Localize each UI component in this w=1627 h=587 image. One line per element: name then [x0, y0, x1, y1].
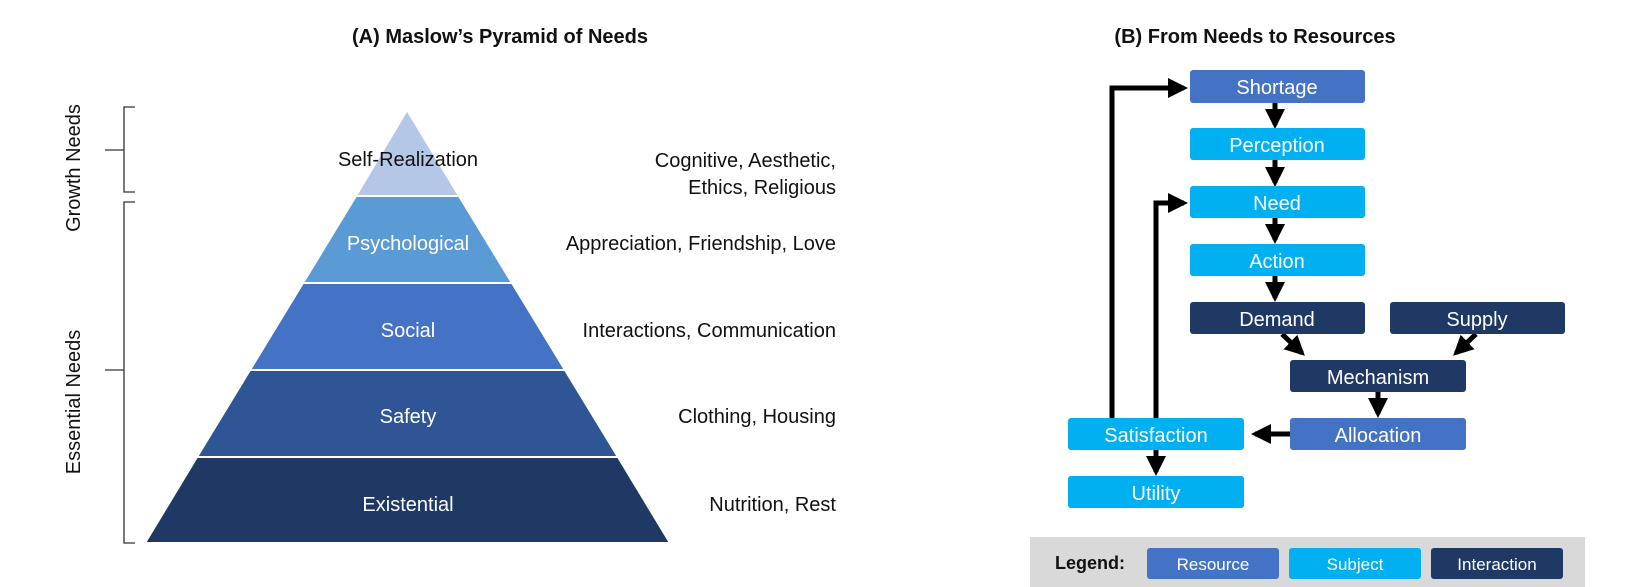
node-label: Demand	[1239, 309, 1315, 331]
flow-arrows	[1109, 78, 1478, 476]
node-supply: Supply	[1390, 302, 1565, 334]
node-need: Need	[1190, 186, 1365, 218]
arrow-demand-mechanism	[1280, 332, 1305, 356]
node-label: Need	[1253, 193, 1301, 215]
legend-item-label: Subject	[1327, 555, 1384, 574]
growth-needs-label: Growth Needs	[63, 104, 85, 232]
node-box	[1190, 244, 1365, 276]
arrow-satisfaction-need	[1153, 193, 1188, 418]
node-label: Action	[1249, 251, 1305, 273]
level-label-self-realization: Self-Realization	[338, 149, 478, 171]
legend-title: Legend:	[1055, 553, 1125, 573]
node-box	[1190, 70, 1365, 103]
node-box	[1190, 128, 1365, 160]
node-box	[1068, 476, 1244, 508]
node-utility: Utility	[1068, 476, 1244, 508]
level-examples: Clothing, Housing	[678, 406, 836, 428]
pyramid	[143, 108, 672, 544]
level-label-existential: Existential	[362, 494, 453, 516]
node-satisfaction: Satisfaction	[1068, 418, 1244, 450]
node-box	[1068, 418, 1244, 450]
node-box	[1390, 302, 1565, 334]
essential-needs-label: Essential Needs	[63, 330, 85, 475]
flow-nodes: Shortage Perception Need Action Demand S…	[1068, 70, 1565, 508]
node-shortage: Shortage	[1190, 70, 1365, 103]
node-perception: Perception	[1190, 128, 1365, 160]
node-label: Shortage	[1236, 77, 1317, 99]
node-label: Allocation	[1335, 425, 1422, 447]
arrow-satisfaction-shortage	[1109, 78, 1188, 418]
legend-swatch	[1431, 548, 1563, 579]
legend: Legend: Resource Subject Interaction	[1030, 537, 1585, 587]
legend-item-label: Resource	[1177, 555, 1250, 574]
legend-item-subject: Subject	[1289, 548, 1421, 579]
growth-needs-bracket	[105, 106, 135, 193]
level-examples: Nutrition, Rest	[709, 494, 836, 516]
node-label: Supply	[1446, 309, 1507, 331]
level-examples: Appreciation, Friendship, Love	[566, 233, 836, 255]
level-label-safety: Safety	[380, 406, 437, 428]
node-box	[1190, 302, 1365, 334]
panel-a-title: (A) Maslow’s Pyramid of Needs	[352, 26, 648, 48]
pyramid-level-existential	[143, 456, 672, 544]
level-examples: Interactions, Communication	[583, 320, 836, 342]
node-box	[1290, 418, 1466, 450]
legend-item-resource: Resource	[1147, 548, 1279, 579]
panel-b-title: (B) From Needs to Resources	[1114, 26, 1396, 48]
node-label: Utility	[1132, 483, 1181, 505]
node-box	[1190, 186, 1365, 218]
node-mechanism: Mechanism	[1290, 360, 1466, 392]
legend-swatch	[1289, 548, 1421, 579]
essential-needs-bracket	[105, 201, 135, 544]
node-allocation: Allocation	[1290, 418, 1466, 450]
level-examples: Cognitive, Aesthetic,	[655, 150, 836, 172]
node-box	[1290, 360, 1466, 392]
node-label: Perception	[1229, 135, 1325, 157]
level-label-psychological: Psychological	[347, 233, 469, 255]
node-label: Satisfaction	[1104, 425, 1207, 447]
level-examples: Ethics, Religious	[688, 177, 836, 199]
node-label: Mechanism	[1327, 367, 1429, 389]
arrow-supply-mechanism	[1453, 332, 1478, 356]
node-demand: Demand	[1190, 302, 1365, 334]
legend-swatch	[1147, 548, 1279, 579]
legend-item-label: Interaction	[1457, 555, 1536, 574]
legend-item-interaction: Interaction	[1431, 548, 1563, 579]
level-label-social: Social	[381, 320, 435, 342]
node-action: Action	[1190, 244, 1365, 276]
